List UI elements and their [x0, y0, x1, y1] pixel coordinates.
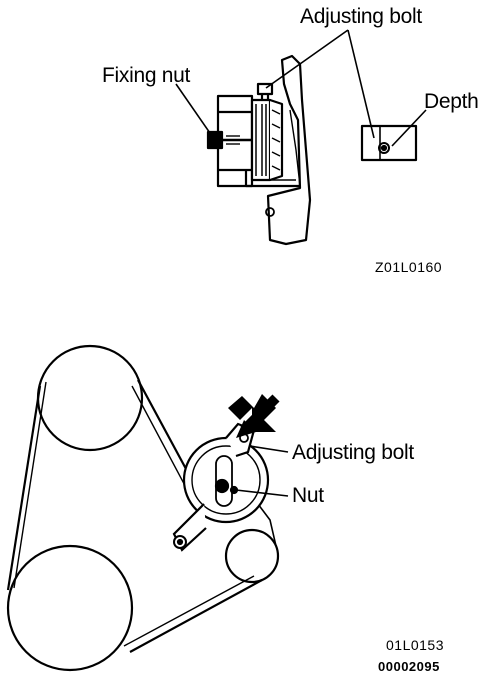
crank-pulley-lower [6, 544, 134, 672]
top-figure-code: Z01L0160 [375, 259, 443, 275]
idler-pulley [224, 528, 280, 584]
document-code: 00002095 [378, 659, 440, 674]
bottom-adjusting-bolt-label: Adjusting bolt [292, 441, 414, 464]
depth-inset [360, 124, 418, 162]
bottom-leader-lines [235, 445, 289, 497]
bottom-figure-code: 01L0153 [386, 637, 445, 653]
bottom-belt-drawing [6, 344, 280, 672]
depth-label: Depth [424, 90, 479, 113]
top-adjusting-bolt-label: Adjusting bolt [300, 5, 422, 28]
top-leader-lines [175, 29, 427, 147]
center-nut [214, 478, 230, 494]
nut-label: Nut [292, 484, 324, 507]
top-assembly-drawing [206, 54, 418, 246]
crank-pulley-upper [36, 344, 144, 452]
fixing-nut-label: Fixing nut [102, 64, 191, 87]
